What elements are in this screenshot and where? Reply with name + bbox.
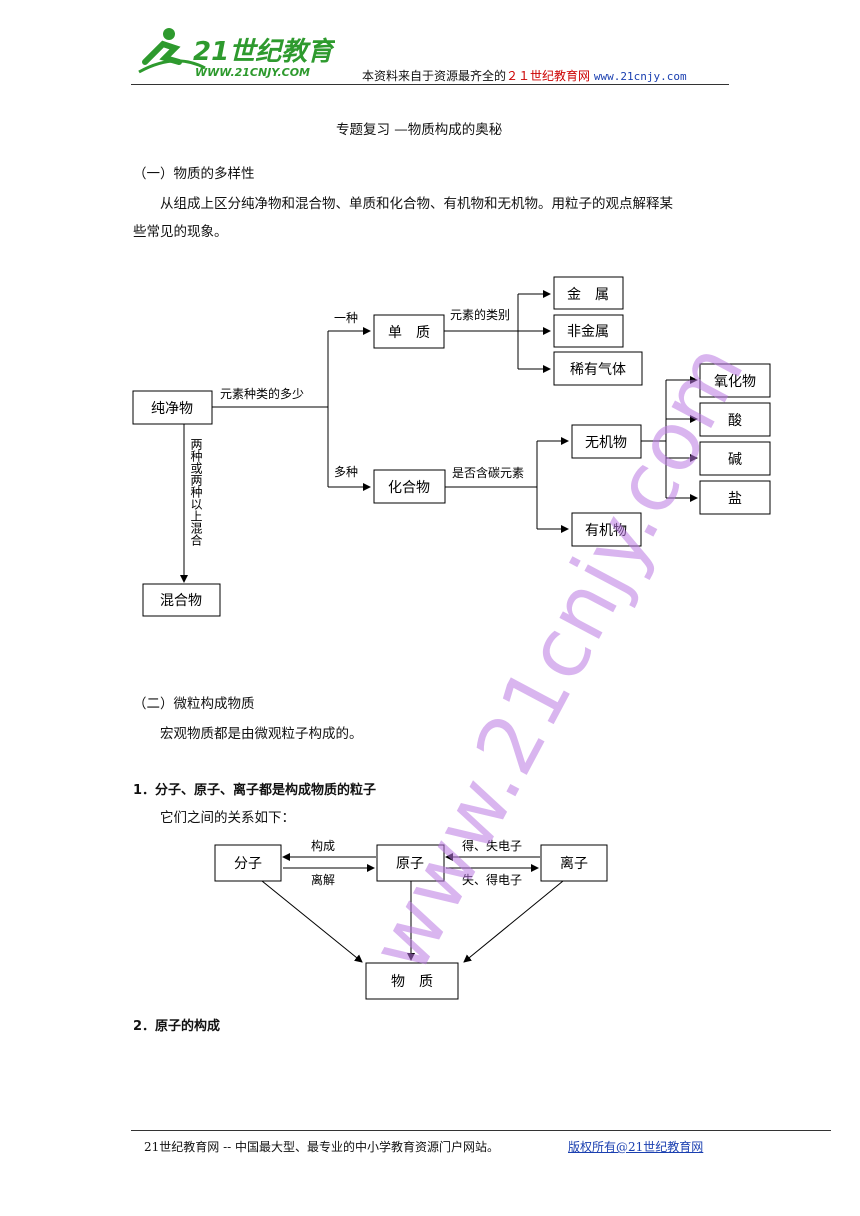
box-salt: 盐 — [699, 480, 771, 515]
site-logo: 21世纪教育 WWW.21CNJY.COM — [138, 28, 335, 79]
box-noble-label: 稀有气体 — [570, 362, 626, 378]
box-atom-label: 原子 — [396, 856, 424, 872]
header-note-site: ２１世纪教育网 — [506, 69, 591, 83]
box-molecule-label: 分子 — [234, 856, 262, 872]
footer-copyright-link[interactable]: 版权所有@21世纪教育网 — [568, 1140, 704, 1154]
section1-heading: （一）物质的多样性 — [133, 166, 255, 182]
box-compound-label: 化合物 — [388, 480, 430, 496]
box-noble-gas: 稀有气体 — [553, 351, 643, 386]
label-one-kind: 一种 — [334, 311, 358, 325]
box-pure-label: 纯净物 — [151, 401, 193, 417]
logo-url-text: WWW.21CNJY.COM — [195, 66, 310, 79]
header-note-prefix: 本资料来自于资源最齐全的 — [362, 69, 507, 83]
label-element-kinds: 元素种类的多少 — [220, 386, 304, 401]
label-compose: 构成 — [311, 838, 335, 853]
box-nonmetal-label: 非金属 — [567, 324, 609, 340]
box-inorganic: 无机物 — [571, 424, 642, 459]
box-matter: 物 质 — [365, 962, 459, 1000]
label-mixture-vertical: 两种或两种以上混合 — [189, 438, 203, 546]
section1-para-line1: 从组成上区分纯净物和混合物、单质和化合物、有机物和无机物。用粒子的观点解释某 — [160, 196, 673, 212]
label-gain-lose: 得、失电子 — [462, 838, 522, 853]
point1-para: 它们之间的关系如下： — [160, 810, 295, 826]
box-mixture: 混合物 — [142, 583, 221, 617]
box-acid-label: 酸 — [728, 413, 742, 429]
box-atom: 原子 — [376, 844, 445, 882]
point1-heading: 1．分子、原子、离子都是构成物质的粒子 — [133, 783, 377, 798]
box-ion: 离子 — [540, 844, 608, 882]
box-compound: 化合物 — [373, 469, 446, 504]
label-element-class: 元素的类别 — [450, 307, 510, 322]
section2-heading: （二）微粒构成物质 — [133, 696, 255, 712]
box-inorganic-label: 无机物 — [585, 435, 627, 451]
header-note-url[interactable]: www.21cnjy.com — [593, 70, 687, 83]
box-metal: 金 属 — [553, 276, 624, 310]
header-note: 本资料来自于资源最齐全的２１世纪教育网 www.21cnjy.com — [362, 67, 687, 84]
section2-para: 宏观物质都是由微观粒子构成的。 — [160, 726, 363, 742]
label-many-kinds: 多种 — [334, 465, 358, 479]
footer-text: 21世纪教育网 -- 中国最大型、最专业的中小学教育资源门户网站。 — [144, 1140, 500, 1154]
box-simple-label: 单 质 — [388, 325, 430, 341]
box-organic-label: 有机物 — [585, 523, 627, 539]
box-simple-substance: 单 质 — [373, 314, 445, 349]
box-mixture-label: 混合物 — [160, 593, 202, 609]
box-oxide: 氧化物 — [699, 363, 771, 398]
box-ion-label: 离子 — [560, 855, 588, 872]
box-oxide-label: 氧化物 — [714, 374, 756, 390]
runner-icon — [138, 28, 206, 74]
box-pure-substance: 纯净物 — [132, 390, 213, 425]
footer-divider — [131, 1130, 831, 1131]
page-title: 专题复习 —物质构成的奥秘 — [336, 122, 503, 138]
box-metal-label: 金 属 — [567, 287, 609, 303]
box-molecule: 分子 — [214, 844, 282, 882]
header-divider — [131, 84, 729, 85]
section1-para-line2: 些常见的现象。 — [133, 224, 228, 240]
label-contains-carbon: 是否含碳元素 — [452, 465, 524, 480]
box-salt-label: 盐 — [728, 491, 742, 507]
logo-main-text: 21世纪教育 — [193, 37, 335, 67]
box-acid: 酸 — [699, 402, 771, 437]
box-matter-label: 物 质 — [391, 974, 433, 990]
label-dissociate: 离解 — [311, 872, 335, 887]
box-base: 碱 — [699, 441, 771, 476]
label-lose-gain: 失、得电子 — [462, 872, 522, 887]
box-organic: 有机物 — [571, 512, 642, 547]
point2-heading: 2．原子的构成 — [133, 1019, 221, 1034]
box-base-label: 碱 — [728, 452, 742, 468]
box-nonmetal: 非金属 — [553, 314, 624, 348]
